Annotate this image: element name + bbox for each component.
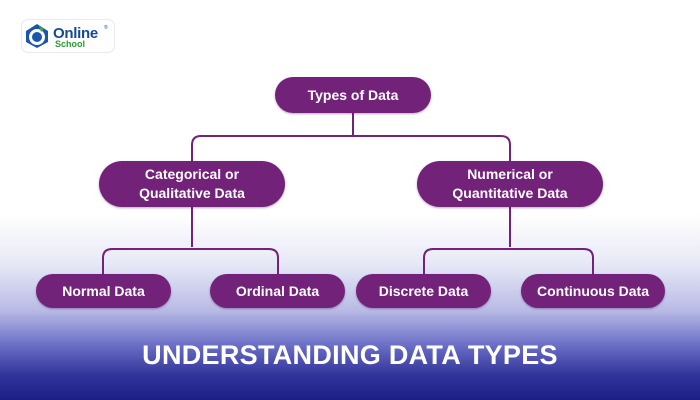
node-ordinal-data: Ordinal Data bbox=[210, 274, 345, 308]
connector-num-branch bbox=[423, 248, 594, 274]
node-discrete-data: Discrete Data bbox=[356, 274, 491, 308]
logo-subword: School bbox=[55, 39, 86, 49]
node-categorical-data: Categorical or Qualitative Data bbox=[99, 161, 285, 207]
node-types-of-data: Types of Data bbox=[275, 77, 431, 113]
logo-mark-icon bbox=[26, 24, 48, 48]
connector-cat-branch bbox=[102, 248, 279, 274]
banner-title: UNDERSTANDING DATA TYPES bbox=[142, 340, 558, 370]
node-numerical-data: Numerical or Quantitative Data bbox=[417, 161, 603, 207]
registered-mark-icon: ® bbox=[104, 25, 108, 31]
node-normal-data: Normal Data bbox=[36, 274, 171, 308]
connector-root-branch bbox=[191, 135, 511, 161]
node-continuous-data: Continuous Data bbox=[521, 274, 665, 308]
logo-wordmark: Online bbox=[53, 25, 98, 42]
online-school-logo: Online School ® bbox=[22, 20, 114, 52]
